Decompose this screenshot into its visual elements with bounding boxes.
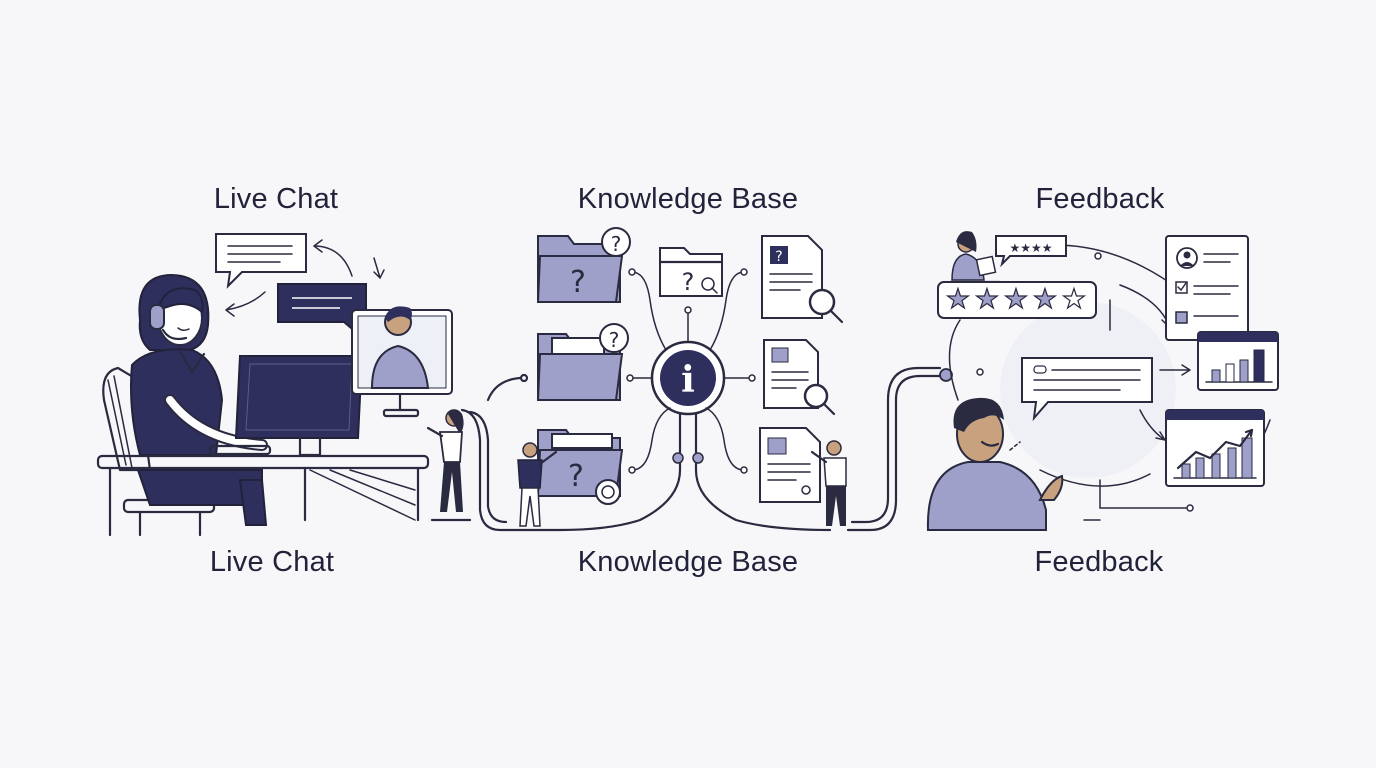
svg-text:?: ? (682, 268, 695, 296)
small-rating-text: ★★★★ (1009, 241, 1052, 255)
search-document-folder-icon: ? (658, 247, 724, 297)
star-filled-icon: ★ (1033, 284, 1057, 315)
checkbox-icon (1175, 281, 1188, 294)
profile-form-card (1165, 235, 1249, 341)
info-glyph: i (681, 359, 695, 401)
svg-text:?: ? (568, 459, 584, 494)
document-icon (759, 427, 821, 503)
document-folder-icon: ? (536, 323, 629, 401)
reviewer-person (948, 231, 1002, 284)
feedback-speech-bubble (1021, 357, 1153, 422)
knowledge-base-caption: Knowledge Base (577, 546, 799, 578)
customer-person (926, 397, 1064, 531)
person-at-document (810, 440, 847, 526)
knowledge-base-title: Knowledge Base (577, 183, 799, 215)
question-glyph: ? (570, 265, 586, 300)
person-pointing (426, 409, 472, 522)
info-hub-icon: i (650, 340, 726, 416)
headset-icon (149, 304, 165, 330)
connector-left (460, 373, 532, 532)
left-arrow-icon (225, 291, 266, 317)
question-folder-icon: ? ? (536, 227, 631, 303)
reply-arrow-icon (313, 245, 353, 277)
growth-chart-window (1165, 409, 1265, 487)
star-empty-icon: ★ (1062, 284, 1086, 315)
live-chat-caption: Live Chat (209, 546, 335, 578)
svg-text:?: ? (611, 232, 622, 256)
star-filled-icon: ★ (975, 284, 999, 315)
feedback-title: Feedback (1035, 183, 1165, 215)
search-document-icon (763, 339, 836, 416)
star-filled-icon: ★ (946, 284, 970, 315)
star-rating-bar: ★★★★★ (937, 281, 1097, 319)
star-filled-icon: ★ (1004, 284, 1028, 315)
computer-monitor (208, 355, 364, 457)
support-agent (130, 273, 268, 526)
knowledge-base-panel: ? ? ? ? (517, 227, 847, 532)
person-with-folder (517, 442, 558, 527)
bar-chart-window (1197, 331, 1279, 391)
star-rating: ★★★★★ (945, 283, 1086, 315)
desk (96, 454, 430, 537)
svg-text:?: ? (775, 249, 782, 265)
question-document-icon: ? (761, 235, 844, 324)
connector-right (846, 366, 953, 532)
svg-text:?: ? (609, 328, 620, 352)
down-arrow-icon (373, 257, 385, 280)
chat-bubble-incoming (215, 233, 307, 289)
search-folder-icon: ? (536, 429, 624, 505)
small-rating-bubble: ★★★★ (995, 235, 1067, 268)
hub-connectors (528, 268, 832, 532)
live-chat-title: Live Chat (213, 183, 339, 215)
feedback-panel: ★★★★ ★★★★★ (926, 231, 1279, 531)
feedback-caption: Feedback (1034, 546, 1164, 578)
live-chat-panel (96, 233, 472, 537)
video-call-screen (351, 306, 453, 418)
